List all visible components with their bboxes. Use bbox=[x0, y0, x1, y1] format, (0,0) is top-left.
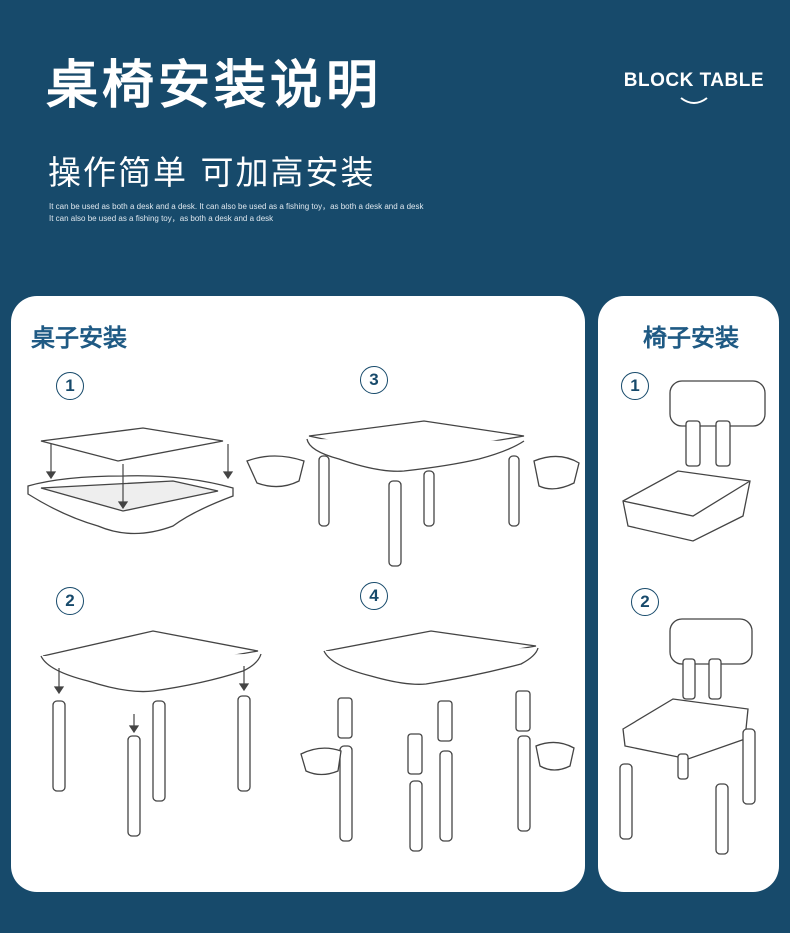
description-line-1: It can be used as both a desk and a desk… bbox=[49, 202, 424, 211]
brand-chevron-icon bbox=[680, 97, 708, 104]
page-subtitle: 操作简单 可加高安装 bbox=[48, 153, 376, 192]
table-basket-attach-illustration bbox=[246, 420, 580, 567]
chair-backrest-illustration bbox=[622, 380, 766, 542]
table-extension-illustration bbox=[300, 630, 575, 852]
table-leg-assembly-illustration bbox=[40, 630, 262, 837]
chair-step-1-badge: 1 bbox=[621, 372, 649, 400]
brand-block: BLOCK TABLE bbox=[624, 70, 764, 106]
chair-step-2-badge: 2 bbox=[631, 588, 659, 616]
page-title: 桌椅安装说明 bbox=[46, 56, 383, 116]
table-section-title: 桌子安装 bbox=[31, 324, 127, 352]
chair-section-title: 椅子安装 bbox=[643, 324, 739, 352]
table-step-1-badge: 1 bbox=[56, 372, 84, 400]
table-installation-panel: 桌子安装 1 2 3 4 bbox=[11, 296, 585, 892]
table-step-4-badge: 4 bbox=[360, 582, 388, 610]
table-top-assembly-illustration bbox=[27, 427, 234, 535]
chair-installation-panel: 椅子安装 1 2 bbox=[598, 296, 779, 892]
table-step-2-badge: 2 bbox=[56, 587, 84, 615]
chair-leg-illustration bbox=[619, 618, 756, 855]
brand-name: BLOCK TABLE bbox=[623, 70, 764, 91]
description-line-2: It can also be used as a fishing toy，as … bbox=[49, 214, 274, 223]
table-step-3-badge: 3 bbox=[360, 366, 388, 394]
